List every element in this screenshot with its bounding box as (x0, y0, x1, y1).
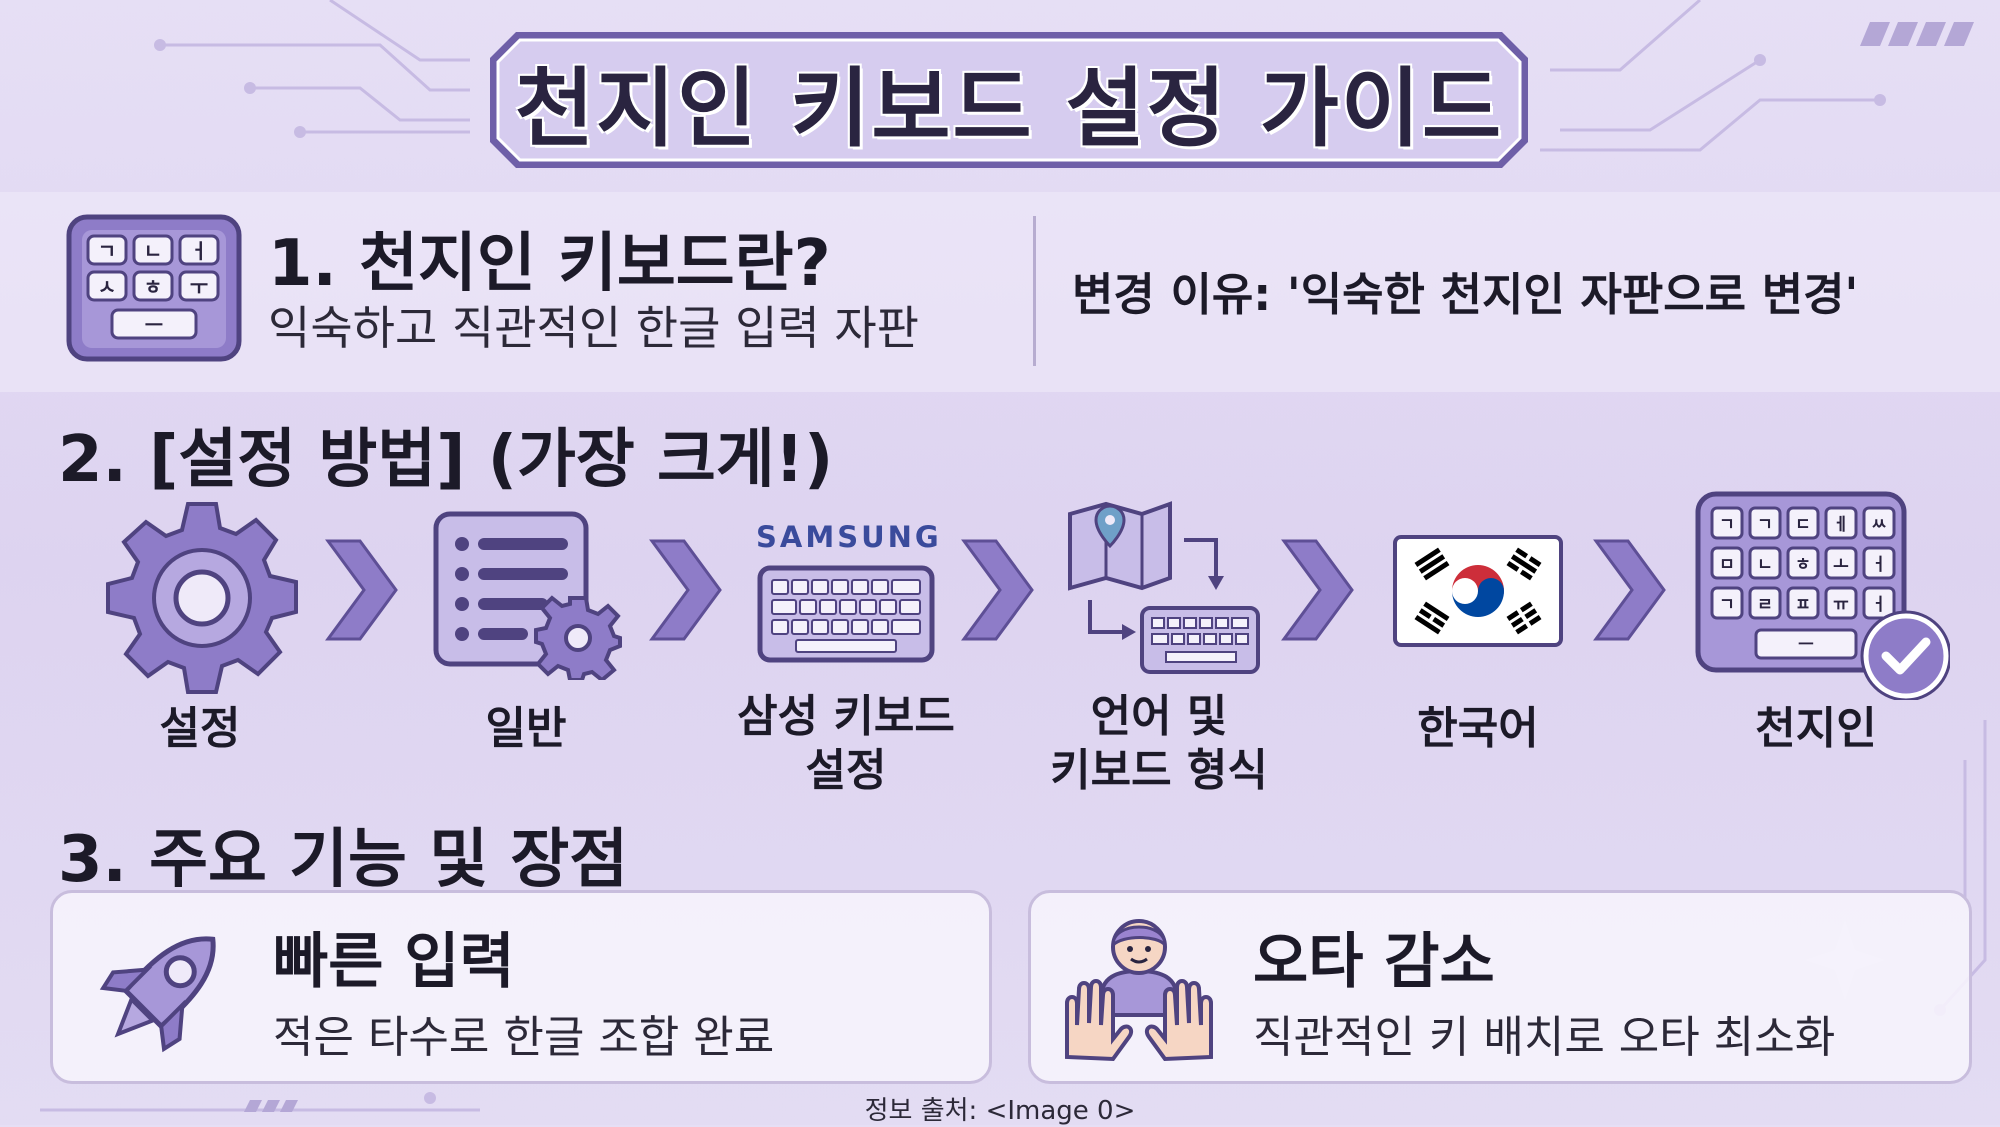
key-1: ㄱ (98, 239, 116, 263)
key-3: ㅓ (190, 239, 208, 263)
chevron-right-icon (649, 539, 722, 641)
page-title: 천지인 키보드 설정 가이드 (514, 58, 1504, 159)
step-label-cheonjiin: 천지인 (1755, 703, 1877, 754)
source-footer: 정보 출처: <Image 0> (864, 1096, 1136, 1126)
final-key: ㄱ (1719, 515, 1735, 535)
feature-card-fast-input: 빠른 입력 적은 타수로 한글 조합 완료 (50, 890, 992, 1084)
step-label-general: 일반 (485, 703, 567, 754)
person-hands-icon (1065, 919, 1213, 1062)
final-key: ㄷ (1795, 515, 1811, 535)
final-key: ㅓ (1871, 555, 1887, 575)
feature-card-typo-reduction: 오타 감소 직관적인 키 배치로 오타 최소화 (1028, 890, 1972, 1084)
section1-title: 1. 천지인 키보드란? (268, 227, 831, 301)
samsung-keyboard-icon: SAMSUNG (756, 520, 942, 663)
change-reason: 변경 이유: '익숙한 천지인 자판으로 변경' (1072, 268, 1859, 321)
chevron-right-icon (1281, 539, 1354, 641)
keyboard-icon: ㄱ ㄴ ㅓ ㅅ ㅎ ㅜ ㅡ (66, 214, 242, 362)
final-key: ㅁ (1719, 555, 1735, 575)
final-key: ㅎ (1795, 555, 1811, 575)
section2-title: 2. [설정 방법] (가장 크게!) (58, 423, 834, 497)
step-label-korean: 한국어 (1417, 703, 1539, 754)
final-key: ㅠ (1833, 595, 1849, 615)
card-title: 빠른 입력 (273, 927, 515, 997)
divider (1033, 216, 1036, 366)
card-description: 직관적인 키 배치로 오타 최소화 (1253, 1012, 1836, 1063)
chevron-right-icon (325, 539, 398, 641)
key-4: ㅅ (98, 275, 116, 299)
final-key: ㅡ (1798, 635, 1814, 655)
key-5: ㅎ (144, 275, 162, 299)
cheonjiin-keyboard-check-icon: ㄱ ㄱ ㄷ ㅔ ㅆ ㅁ ㄴ ㅎ ㅗ ㅓ ㄱ ㄹ ㅍ ㅠ ㅓ ㅡ (1695, 491, 1950, 700)
key-2: ㄴ (144, 239, 162, 263)
step-label-settings: 설정 (159, 703, 241, 754)
final-key: ㅔ (1833, 515, 1849, 535)
final-key: ㄹ (1757, 595, 1773, 615)
final-key: ㄴ (1757, 555, 1773, 575)
language-keyboard-icon (1068, 501, 1260, 674)
key-7: ㅡ (145, 313, 163, 337)
section1-band (0, 192, 2000, 392)
card-description: 적은 타수로 한글 조합 완료 (273, 1012, 775, 1063)
rocket-icon (99, 936, 216, 1053)
list-settings-icon (433, 511, 622, 680)
samsung-logo-text: SAMSUNG (756, 520, 942, 554)
chevron-right-icon (961, 539, 1034, 641)
final-key: ㅗ (1833, 555, 1849, 575)
title-plate: 천지인 키보드 설정 가이드 (486, 28, 1532, 172)
card-title: 오타 감소 (1253, 927, 1495, 997)
section3-title: 3. 주요 기능 및 장점 (58, 823, 629, 897)
final-key: ㅓ (1871, 595, 1887, 615)
key-6: ㅜ (190, 275, 208, 299)
chevron-right-icon (1593, 539, 1666, 641)
final-key: ㄱ (1719, 595, 1735, 615)
final-key: ㄱ (1757, 515, 1773, 535)
gear-icon (106, 502, 298, 694)
korea-flag-icon (1393, 535, 1563, 647)
final-key: ㅆ (1871, 515, 1887, 535)
section1-description: 익숙하고 직관적인 한글 입력 자판 (268, 301, 919, 355)
final-key: ㅍ (1795, 595, 1811, 615)
